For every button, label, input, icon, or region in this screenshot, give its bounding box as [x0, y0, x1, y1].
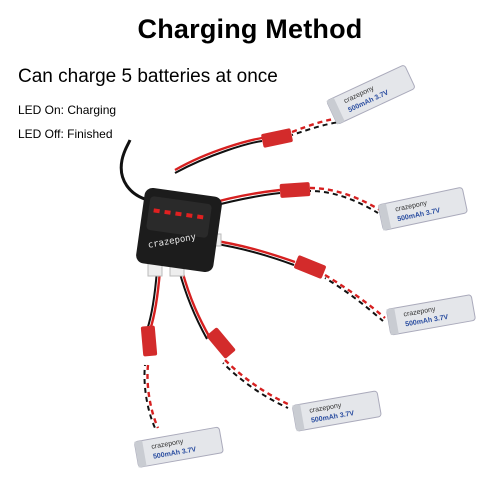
wire-to-battery-3 [209, 238, 386, 322]
wire-to-battery-1 [174, 116, 341, 174]
charger-hub: crazepony [136, 187, 222, 273]
connector-4 [206, 327, 236, 359]
led-3 [175, 211, 182, 217]
led-row [153, 208, 204, 220]
led-2 [164, 209, 171, 215]
battery-5: crazepony 500mAh 3.7V [134, 426, 224, 468]
battery-2: crazepony 500mAh 3.7V [378, 187, 468, 231]
led-4 [186, 213, 193, 218]
wire-to-battery-4 [178, 269, 291, 409]
connector-3 [294, 255, 326, 279]
led-off-note: LED Off: Finished [18, 127, 113, 141]
usb-cable [119, 139, 149, 202]
page-title: Charging Method [137, 14, 363, 44]
battery-4: crazepony 500mAh 3.7V [292, 390, 382, 432]
connector-2 [279, 182, 311, 198]
subtitle: Can charge 5 batteries at once [18, 66, 278, 87]
connector-5 [140, 325, 158, 357]
led-1 [153, 208, 160, 214]
battery-1: crazepony 500mAh 3.7V [326, 65, 415, 125]
battery-3: crazepony 500mAh 3.7V [386, 294, 476, 336]
connector-1 [261, 128, 293, 148]
led-5 [196, 214, 204, 220]
led-on-note: LED On: Charging [18, 103, 117, 117]
